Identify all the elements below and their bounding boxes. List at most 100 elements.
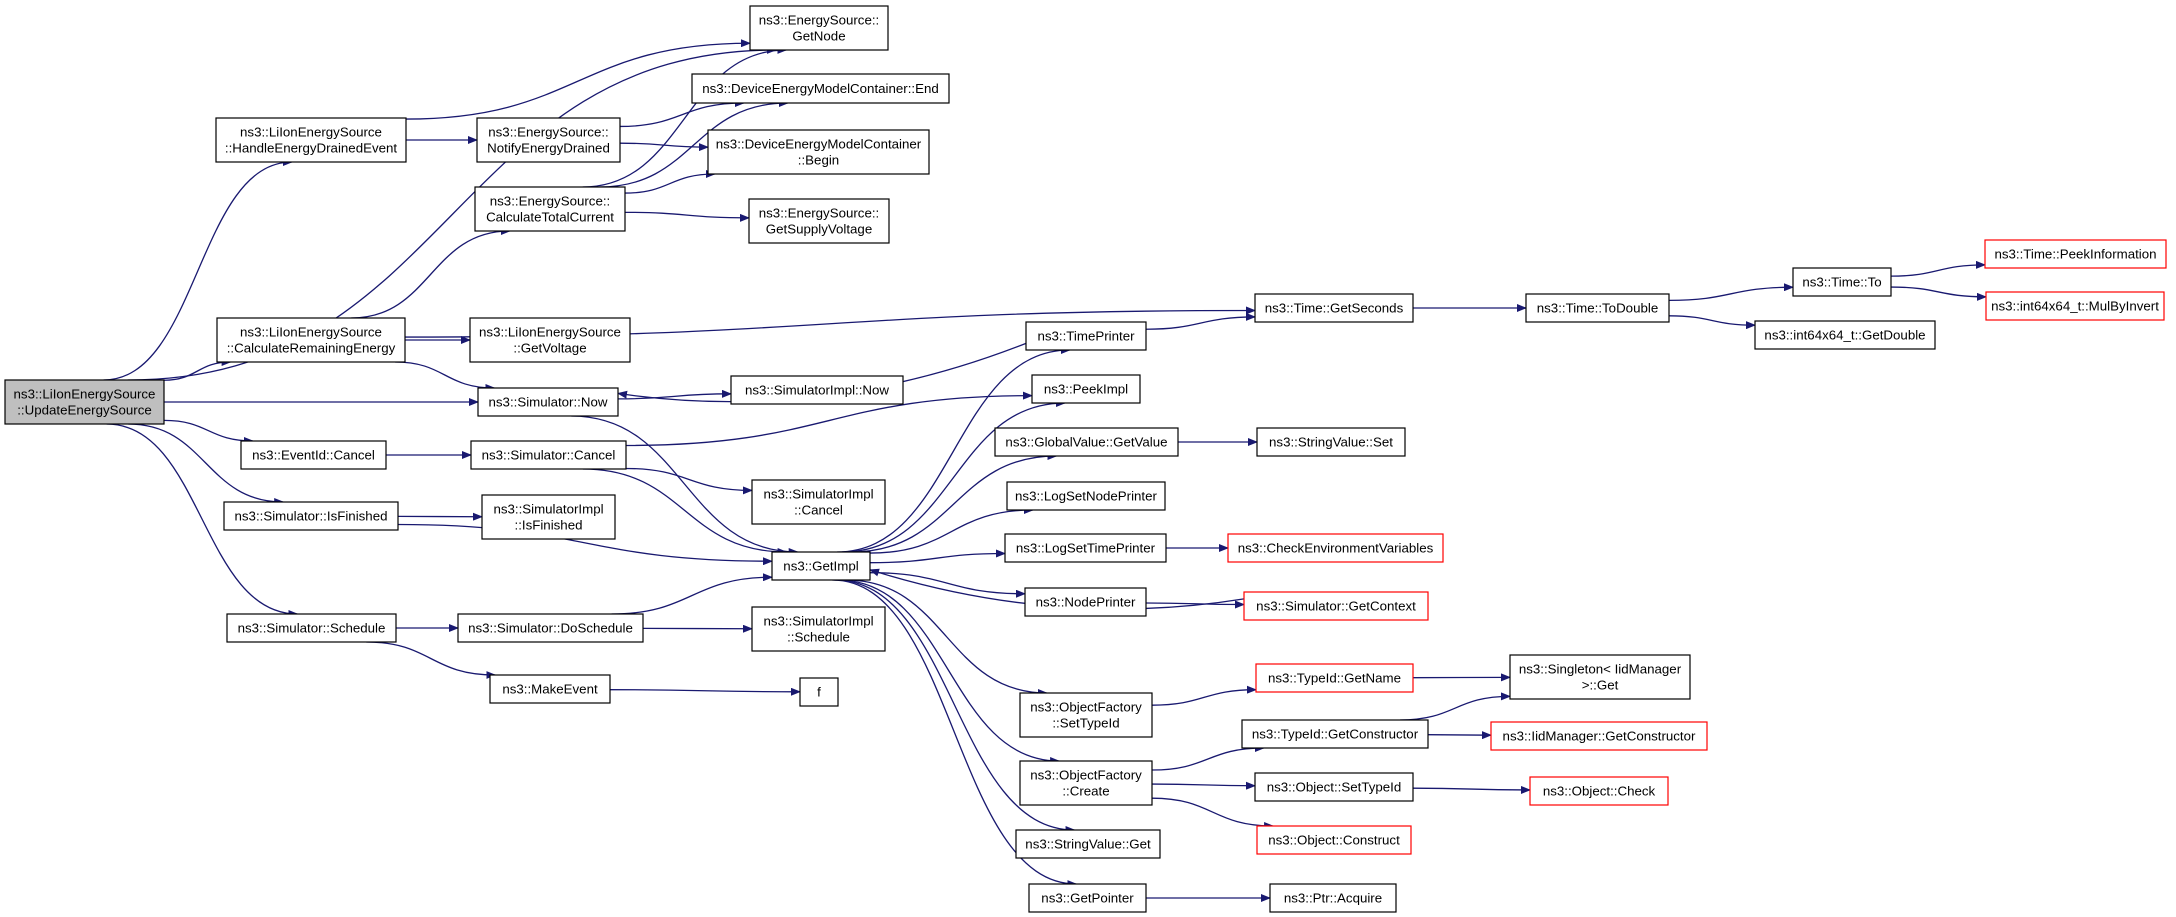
node-box: [223, 501, 399, 531]
node-box: [470, 440, 627, 470]
node-getimpl[interactable]: ns3::GetImpl: [771, 551, 871, 581]
node-sim_cancel[interactable]: ns3::Simulator::Cancel: [470, 440, 627, 470]
node-typeid_getname[interactable]: ns3::TypeId::GetName: [1255, 663, 1414, 693]
node-label: ns3::Time::ToDouble: [1537, 301, 1658, 316]
edge-root-to-eventid_cancel: [163, 419, 255, 445]
nodes-layer: ns3::LiIonEnergySource::UpdateEnergySour…: [4, 5, 2167, 913]
node-timeprinter[interactable]: ns3::TimePrinter: [1025, 321, 1147, 351]
node-peekimpl[interactable]: ns3::PeekImpl: [1031, 374, 1141, 404]
node-label: GetNode: [792, 29, 845, 44]
edge-handle_drained-to-es_getnode: [405, 39, 751, 120]
node-iidmgr_getctor[interactable]: ns3::IidManager::GetConstructor: [1490, 721, 1708, 751]
node-simimpl_now[interactable]: ns3::SimulatorImpl::Now: [730, 375, 904, 405]
node-box: [226, 613, 397, 643]
node-demc_begin[interactable]: ns3::DeviceEnergyModelContainer::Begin: [707, 129, 930, 175]
node-supply_voltage[interactable]: ns3::EnergySource::GetSupplyVoltage: [748, 198, 890, 244]
node-eventid_cancel[interactable]: ns3::EventId::Cancel: [240, 440, 387, 470]
node-handle_drained[interactable]: ns3::LiIonEnergySource::HandleEnergyDrai…: [215, 117, 407, 163]
edge-getimpl-to-timeprinter: [837, 346, 1071, 553]
node-calc_remaining[interactable]: ns3::LiIonEnergySource::CalculateRemaini…: [216, 317, 406, 363]
node-box: [1509, 654, 1691, 700]
node-nodeprinter[interactable]: ns3::NodePrinter: [1024, 587, 1147, 617]
node-notify_drained[interactable]: ns3::EnergySource::NotifyEnergyDrained: [476, 117, 621, 163]
node-time_peek[interactable]: ns3::Time::PeekInformation: [1984, 239, 2167, 269]
node-sim_getcontext[interactable]: ns3::Simulator::GetContext: [1243, 591, 1429, 621]
node-box: [240, 440, 387, 470]
node-box: [1525, 293, 1670, 323]
node-box: [771, 551, 871, 581]
node-box: [1028, 883, 1147, 913]
node-obj_settypeid[interactable]: ns3::Object::SetTypeId: [1254, 772, 1414, 802]
node-time_todouble[interactable]: ns3::Time::ToDouble: [1525, 293, 1670, 323]
node-ptr_acquire[interactable]: ns3::Ptr::Acquire: [1269, 883, 1397, 913]
node-time_to[interactable]: ns3::Time::To: [1792, 267, 1892, 297]
node-checkenv[interactable]: ns3::CheckEnvironmentVariables: [1227, 533, 1444, 563]
node-of_settypeid[interactable]: ns3::ObjectFactory::SetTypeId: [1019, 692, 1153, 738]
node-label: ns3::GetPointer: [1041, 891, 1134, 906]
node-label: ns3::LogSetTimePrinter: [1016, 541, 1156, 556]
edge-getimpl-to-getpointer: [832, 579, 1078, 888]
edge-getimpl-to-nodeprinter: [869, 572, 1026, 598]
node-f[interactable]: f: [799, 677, 839, 707]
node-box: [1985, 291, 2165, 321]
node-sv_get[interactable]: ns3::StringValue::Get: [1015, 829, 1161, 859]
node-label: ::CalculateRemainingEnergy: [227, 341, 396, 356]
node-simimpl_isfinished[interactable]: ns3::SimulatorImpl::IsFinished: [481, 494, 616, 540]
edge-sim_cancel-to-peekimpl: [625, 391, 1033, 447]
node-root[interactable]: ns3::LiIonEnergySource::UpdateEnergySour…: [4, 379, 165, 425]
node-label: ::Cancel: [794, 503, 843, 518]
node-sim_schedule[interactable]: ns3::Simulator::Schedule: [226, 613, 397, 643]
node-singleton_get[interactable]: ns3::Singleton< IidManager >::Get: [1509, 654, 1691, 700]
node-typeid_getctor[interactable]: ns3::TypeId::GetConstructor: [1241, 719, 1429, 749]
node-label: ns3::Simulator::Now: [489, 395, 608, 410]
node-sv_set[interactable]: ns3::StringValue::Set: [1256, 427, 1406, 457]
node-getpointer[interactable]: ns3::GetPointer: [1028, 883, 1147, 913]
node-es_getnode[interactable]: ns3::EnergySource::GetNode: [749, 5, 889, 51]
node-label: ns3::TypeId::GetName: [1268, 671, 1401, 686]
node-label: ns3::SimulatorImpl::Now: [745, 383, 889, 398]
node-box: [707, 129, 930, 175]
node-obj_check[interactable]: ns3::Object::Check: [1529, 776, 1669, 806]
node-label: ns3::int64x64_t::MulByInvert: [1991, 299, 2159, 314]
edge-sim_schedule-to-makeevent: [366, 641, 497, 679]
node-sim_now[interactable]: ns3::Simulator::Now: [477, 387, 619, 417]
node-label: ns3::PeekImpl: [1044, 382, 1128, 397]
node-box: [474, 186, 626, 232]
node-logsettime[interactable]: ns3::LogSetTimePrinter: [1004, 533, 1167, 563]
node-demc_end[interactable]: ns3::DeviceEnergyModelContainer::End: [691, 73, 950, 104]
node-of_create[interactable]: ns3::ObjectFactory::Create: [1019, 760, 1153, 806]
node-label: ns3::MakeEvent: [502, 682, 598, 697]
node-simimpl_cancel[interactable]: ns3::SimulatorImpl::Cancel: [751, 479, 886, 525]
node-label: ns3::Ptr::Acquire: [1284, 891, 1382, 906]
node-mulbyinvert[interactable]: ns3::int64x64_t::MulByInvert: [1985, 291, 2165, 321]
node-calc_total[interactable]: ns3::EnergySource::CalculateTotalCurrent: [474, 186, 626, 232]
node-makeevent[interactable]: ns3::MakeEvent: [489, 674, 611, 704]
edge-sim_now-to-getimpl: [571, 415, 799, 556]
node-box: [1490, 721, 1708, 751]
node-label: ns3::LiIonEnergySource: [240, 125, 382, 140]
edge-root-to-sim_schedule: [106, 423, 299, 618]
node-label: ns3::Simulator::DoSchedule: [468, 621, 633, 636]
node-obj_construct[interactable]: ns3::Object::Construct: [1256, 825, 1412, 855]
edge-of_create-to-typeid_getctor: [1151, 744, 1265, 771]
node-logsetnode[interactable]: ns3::LogSetNodePrinter: [1006, 481, 1166, 511]
node-sim_isfinished[interactable]: ns3::Simulator::IsFinished: [223, 501, 399, 531]
node-box: [457, 613, 644, 643]
node-label: ns3::StringValue::Get: [1025, 837, 1151, 852]
node-label: ns3::SimulatorImpl: [763, 614, 873, 629]
edge-obj_settypeid-to-obj_check: [1412, 785, 1531, 794]
node-label: ::UpdateEnergySource: [17, 403, 152, 418]
node-getdouble[interactable]: ns3::int64x64_t::GetDouble: [1754, 320, 1936, 350]
node-label: ::SetTypeId: [1052, 716, 1119, 731]
edge-time_todouble-to-time_to: [1668, 283, 1794, 302]
node-liion_voltage[interactable]: ns3::LiIonEnergySource::GetVoltage: [469, 317, 631, 363]
node-sim_doschedule[interactable]: ns3::Simulator::DoSchedule: [457, 613, 644, 643]
node-simimpl_schedule[interactable]: ns3::SimulatorImpl::Schedule: [751, 606, 886, 652]
node-time_getseconds[interactable]: ns3::Time::GetSeconds: [1254, 293, 1414, 323]
edge-of_create-to-obj_settypeid: [1151, 781, 1256, 790]
node-label: ns3::GetImpl: [783, 559, 858, 574]
node-box: [477, 387, 619, 417]
edge-calc_remaining-to-sim_now: [395, 361, 496, 392]
node-gv_getvalue[interactable]: ns3::GlobalValue::GetValue: [994, 427, 1179, 457]
